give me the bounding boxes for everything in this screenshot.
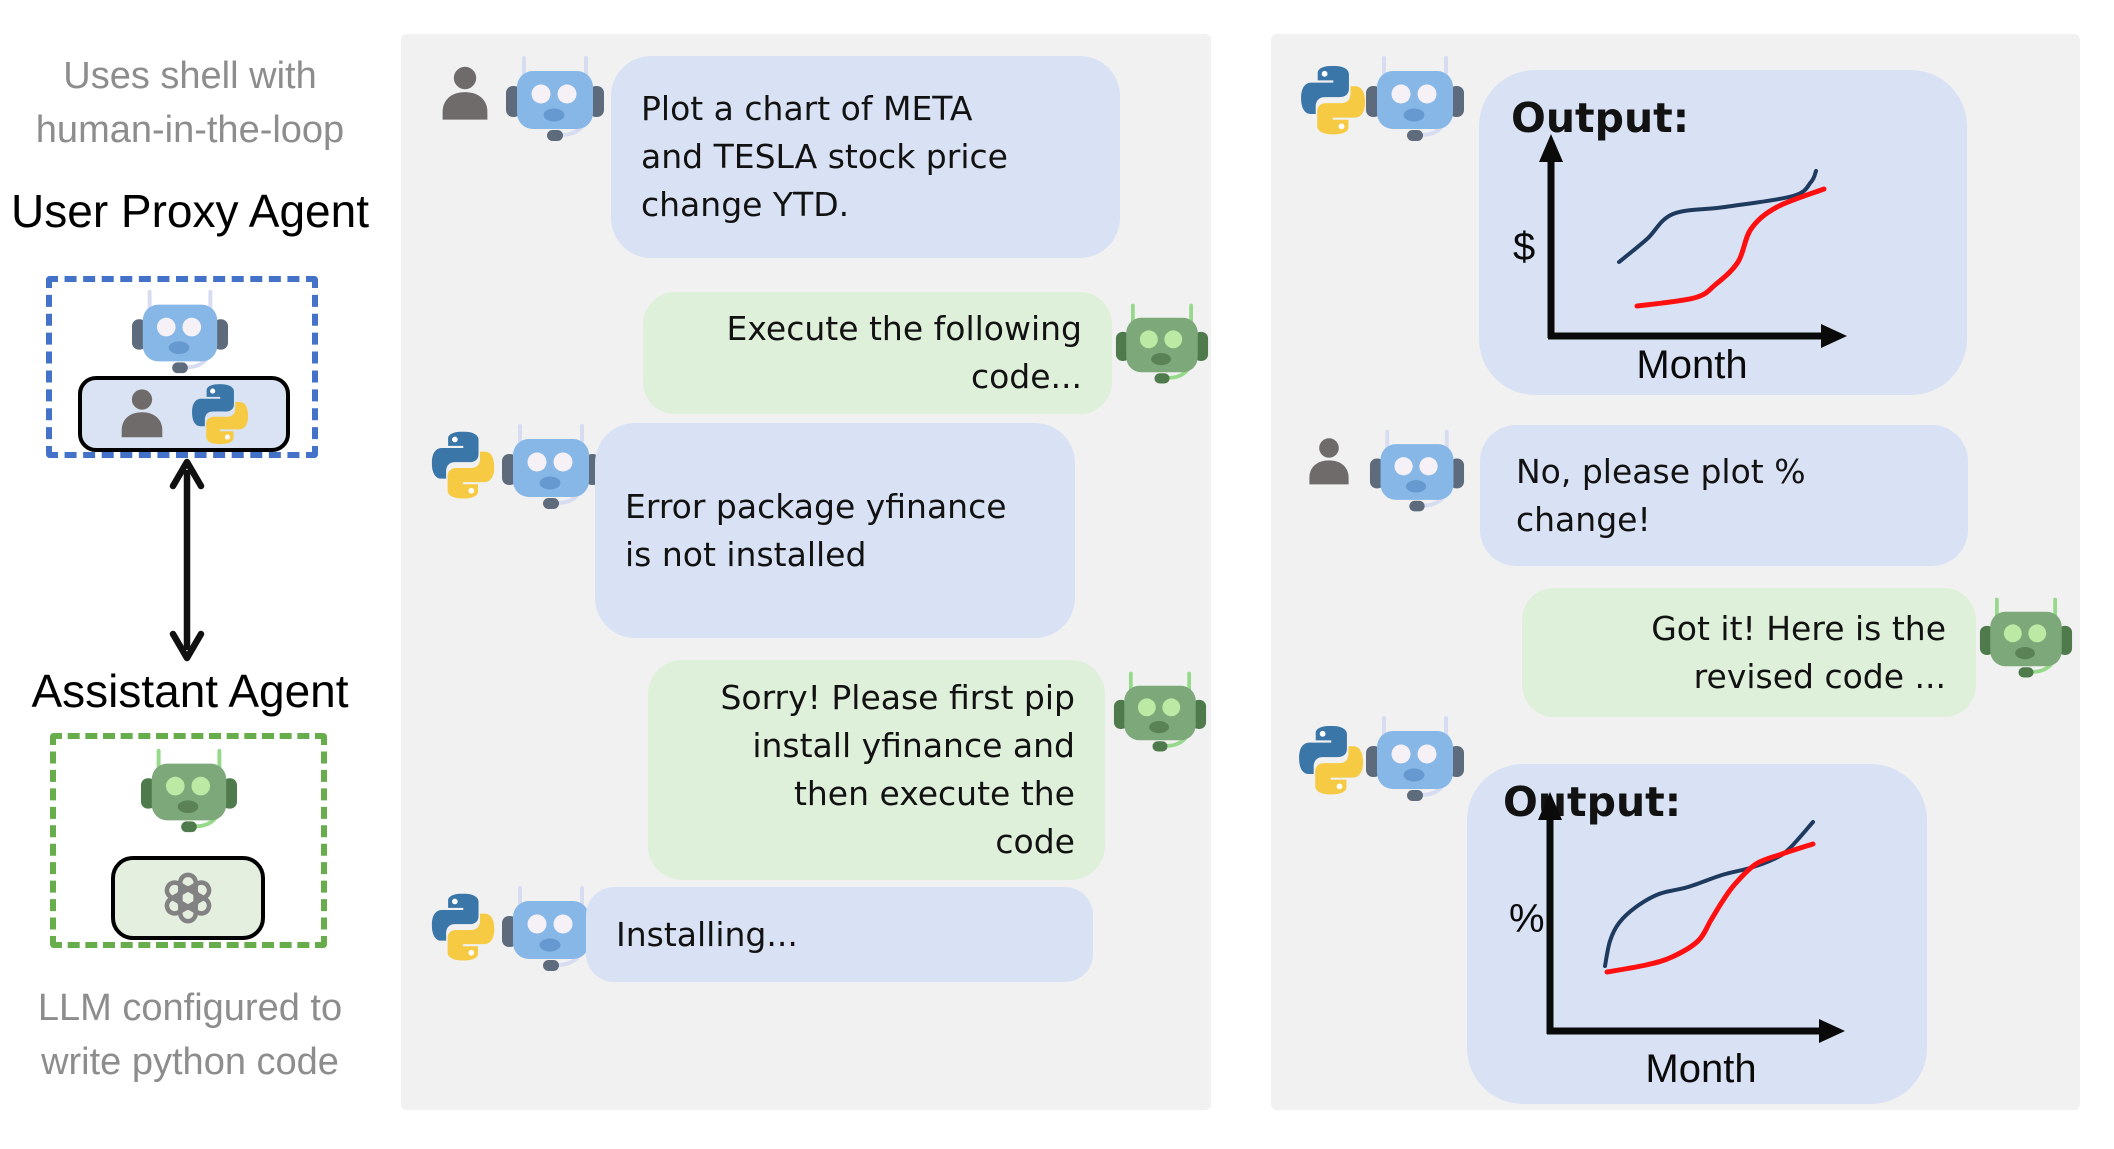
robot-icon xyxy=(1365,50,1465,150)
chat-bubble-text: Sorry! Please first pip install yfinance… xyxy=(720,678,1075,861)
python-icon xyxy=(185,379,255,449)
chat-bubble-text: Got it! Here is the revised code ... xyxy=(1651,608,1946,696)
output-label: Output: xyxy=(1503,778,1682,826)
person-icon xyxy=(113,385,171,443)
output-bubble: Output: $ Month xyxy=(1479,70,1967,395)
chat-bubble-text: Execute the following code... xyxy=(726,309,1082,396)
y-axis-label: % xyxy=(1509,897,1545,941)
meta-curve xyxy=(1603,820,1815,968)
x-axis-label: Month xyxy=(1636,343,1747,387)
chat-bubble-text: Installing... xyxy=(616,914,798,954)
robot-icon xyxy=(140,743,238,841)
robot-icon xyxy=(1365,710,1465,810)
openai-logo-icon xyxy=(153,863,223,933)
chat-bubble-text: Plot a chart of META and TESLA stock pri… xyxy=(641,89,1008,224)
chat-bubble: Error package yfinance is not installed xyxy=(595,423,1075,638)
x-axis-label: Month xyxy=(1645,1047,1756,1091)
double-arrow-icon xyxy=(167,458,207,662)
python-icon xyxy=(1291,720,1371,800)
robot-icon xyxy=(1115,298,1209,392)
user-proxy-agent-box xyxy=(46,276,318,458)
chat-bubble: Execute the following code... xyxy=(643,292,1112,414)
robot-icon xyxy=(131,284,229,382)
output-label: Output: xyxy=(1511,94,1690,142)
output-bubble: Output: % Month xyxy=(1467,764,1927,1104)
python-icon xyxy=(424,888,502,966)
stock-price-chart: $ Month xyxy=(1513,134,1847,387)
robot-icon xyxy=(1979,592,2073,686)
assistant-agent-box xyxy=(50,733,327,948)
chat-bubble: No, please plot % change! xyxy=(1480,425,1968,566)
user-proxy-note: Uses shell with human-in-the-loop xyxy=(35,55,345,151)
person-icon xyxy=(1301,434,1357,490)
person-icon xyxy=(433,62,497,126)
x-axis-arrowhead xyxy=(1819,1019,1845,1043)
chat-bubble: Installing... xyxy=(586,887,1093,982)
robot-icon xyxy=(1113,666,1207,760)
robot-icon xyxy=(505,50,605,150)
robot-icon xyxy=(501,418,601,518)
chat-bubble-text: No, please plot % change! xyxy=(1516,451,1806,539)
python-icon xyxy=(424,426,502,504)
tesla-curve xyxy=(1604,841,1816,975)
user-proxy-agent-title: User Proxy Agent xyxy=(11,185,369,237)
robot-icon xyxy=(1369,424,1465,520)
assistant-agent-title: Assistant Agent xyxy=(31,665,349,717)
human-python-chip xyxy=(78,376,290,452)
chat-bubble: Sorry! Please first pip install yfinance… xyxy=(648,660,1105,880)
y-axis-arrowhead xyxy=(1538,792,1562,820)
chat-bubble: Plot a chart of META and TESLA stock pri… xyxy=(611,56,1120,258)
tesla-curve xyxy=(1634,186,1827,309)
chat-bubble-text: Error package yfinance is not installed xyxy=(625,486,1007,574)
conversation-panel-right: Output: $ Month No, please plot % change… xyxy=(1271,34,2080,1110)
meta-curve xyxy=(1617,169,1818,264)
y-axis-label: $ xyxy=(1513,225,1535,269)
x-axis-arrowhead xyxy=(1821,324,1847,348)
chat-bubble: Got it! Here is the revised code ... xyxy=(1522,588,1976,717)
assistant-note: LLM configured to write python code xyxy=(37,987,343,1083)
python-icon xyxy=(1293,60,1373,140)
llm-chip xyxy=(111,856,265,940)
y-axis-arrowhead xyxy=(1539,134,1563,162)
conversation-panel-left: Plot a chart of META and TESLA stock pri… xyxy=(401,34,1211,1110)
pct-change-chart: % Month xyxy=(1509,792,1845,1091)
